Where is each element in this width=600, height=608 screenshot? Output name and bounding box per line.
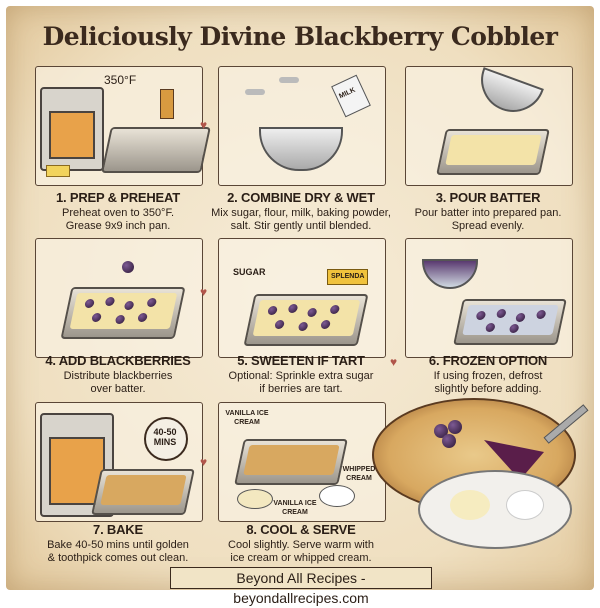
panel-step-2: MILK — [218, 66, 386, 186]
step-description: Distribute blackberries — [63, 370, 173, 382]
step-heading: 8. COOL & SERVE — [246, 522, 356, 537]
step-heading: 3. POUR BATTER — [435, 190, 541, 205]
step-description: over batter. — [90, 383, 146, 395]
butter-icon — [46, 165, 70, 177]
step-description: Grease 9x9 inch pan. — [65, 220, 171, 232]
spray-can-icon — [160, 89, 174, 119]
heart-icon: ♥ — [200, 285, 208, 299]
panel-step-4 — [35, 238, 203, 358]
step-description: if berries are tart. — [259, 383, 343, 395]
mixing-bowl-illustration — [259, 127, 343, 171]
spoon-icon — [245, 89, 265, 95]
blackberry-icon — [122, 261, 134, 273]
step-description: Spread evenly. — [451, 220, 525, 232]
pan-with-berries — [243, 294, 369, 346]
step-heading: 4. ADD BLACKBERRIES — [45, 353, 191, 368]
step-description: Cool slightly. Serve warm with — [228, 539, 374, 551]
heart-icon: ♥ — [200, 118, 208, 132]
step-description: Mix sugar, flour, milk, baking powder, — [211, 207, 391, 219]
sugar-label: SUGAR — [233, 267, 266, 277]
step-5-text: 5. SWEETEN IF TART Optional: Sprinkle ex… — [206, 353, 396, 396]
step-8-text: 8. COOL & SERVE Cool slightly. Serve war… — [206, 522, 396, 565]
step-3-text: 3. POUR BATTER Pour batter into prepared… — [393, 190, 583, 233]
step-6-text: 6. FROZEN OPTION If using frozen, defros… — [393, 353, 583, 396]
pan-with-berries — [60, 287, 186, 339]
heart-icon: ♥ — [200, 455, 208, 469]
temperature-label: 350°F — [104, 73, 137, 87]
step-description: Bake 40-50 mins until golden — [47, 539, 189, 551]
panel-step-6 — [405, 238, 573, 358]
step-1-text: 1. PREP & PREHEAT Preheat oven to 350°F.… — [23, 190, 213, 233]
step-4-text: 4. ADD BLACKBERRIES Distribute blackberr… — [23, 353, 213, 396]
step-description: Pour batter into prepared pan. — [414, 207, 562, 219]
step-description: Preheat oven to 350°F. — [61, 207, 175, 219]
step-heading: 2. COMBINE DRY & WET — [227, 190, 375, 205]
step-description: If using frozen, defrost — [433, 370, 543, 382]
step-description: Optional: Sprinkle extra sugar — [228, 370, 374, 382]
ice-cream-bowl — [237, 489, 273, 509]
splenda-packet: SPLENDA — [327, 269, 369, 285]
step-description: salt. Stir gently until blended. — [230, 220, 372, 232]
panel-step-1: 350°F — [35, 66, 211, 186]
panel-step-3 — [405, 66, 573, 186]
step-description: & toothpick comes out clean. — [47, 552, 189, 564]
step-heading: 7. BAKE — [93, 522, 143, 537]
panel-step-7: 40-50 MINS — [35, 402, 203, 522]
pan-illustration — [101, 127, 211, 173]
pan-with-batter — [436, 129, 550, 175]
cobbler-pan — [234, 439, 348, 485]
ice-cream-label: VANILLA ICE CREAM — [273, 500, 317, 516]
ice-cream-label: VANILLA ICE CREAM — [225, 410, 269, 426]
batter-bowl-illustration — [472, 67, 544, 121]
timer-label: 40-50 MINS — [153, 427, 177, 447]
serving-plate — [418, 470, 572, 549]
step-description: slightly before adding. — [434, 383, 542, 395]
timer-icon — [144, 417, 188, 461]
step-description: ice cream or whipped cream. — [230, 552, 372, 564]
step-2-text: 2. COMBINE DRY & WET Mix sugar, flour, m… — [206, 190, 396, 233]
pan-with-berries — [453, 299, 567, 345]
panel-step-5: SUGAR SPLENDA — [218, 238, 386, 358]
step-heading: 5. SWEETEN IF TART — [237, 353, 365, 368]
whipped-cream-label: WHIPPED CREAM — [342, 466, 376, 482]
step-heading: 1. PREP & PREHEAT — [56, 190, 180, 205]
spoon-icon — [279, 77, 299, 83]
heart-icon: ♥ — [390, 355, 398, 369]
baked-cobbler-pan — [91, 469, 195, 515]
footer-banner[interactable]: Beyond All Recipes - beyondallrecipes.co… — [170, 567, 432, 606]
frozen-berries-bowl — [422, 259, 478, 289]
step-heading: 6. FROZEN OPTION — [428, 353, 548, 368]
page-title: Deliciously Divine Blackberry Cobbler — [42, 22, 558, 51]
panel-step-8: VANILLA ICE CREAM VANILLA ICE CREAM WHIP… — [218, 402, 386, 522]
step-7-text: 7. BAKE Bake 40-50 mins until golden& to… — [23, 522, 213, 565]
whipped-cream-bowl — [319, 485, 355, 507]
oven-illustration — [40, 87, 104, 171]
